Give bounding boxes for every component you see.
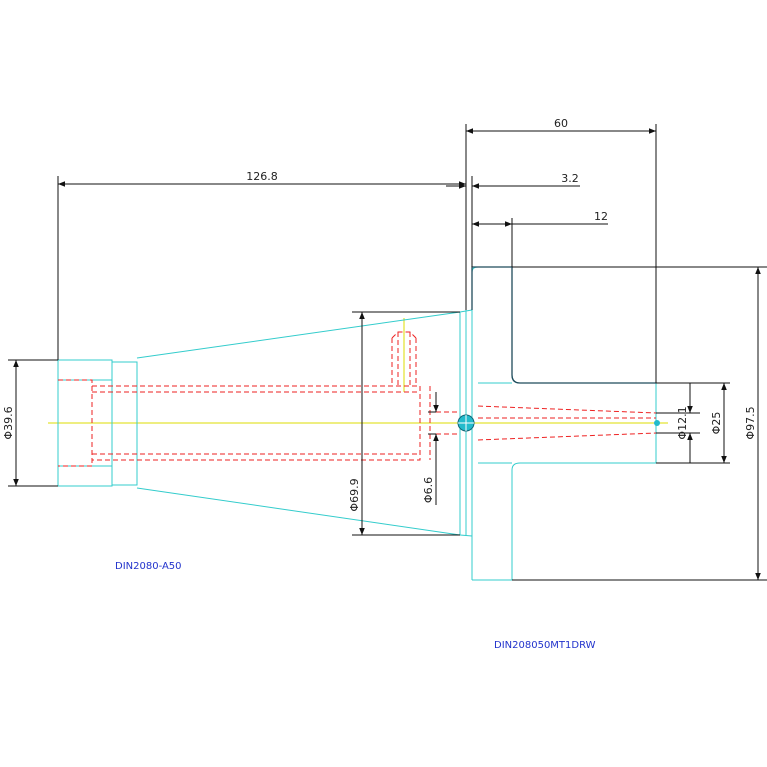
holder-name-label: DIN2080-A50 (115, 561, 182, 572)
dim-overall-length: 126.8 (246, 170, 278, 183)
part-outline (471, 266, 656, 384)
part-name-label: DIN208050MT1DRW (494, 640, 596, 651)
dim-dia-bore: Φ25 (710, 412, 723, 435)
dim-dia-hole: Φ12.1 (676, 406, 689, 439)
axis-marker-cross-icon (458, 415, 474, 431)
hidden-lines (58, 331, 657, 467)
dim-holder-length: 60 (554, 117, 568, 130)
dim-dia-cone: Φ69.9 (348, 478, 361, 511)
dim-flange-offset: 3.2 (561, 172, 579, 185)
hole-end-marker-icon (654, 420, 660, 426)
dim-dia-shank-end: Φ39.6 (2, 406, 15, 439)
dim-dia-flange: Φ97.5 (744, 406, 757, 439)
dim-dia-small-bore: Φ6.6 (422, 477, 435, 503)
dim-bore-depth: 12 (594, 210, 608, 223)
dimension-lines (8, 124, 767, 581)
